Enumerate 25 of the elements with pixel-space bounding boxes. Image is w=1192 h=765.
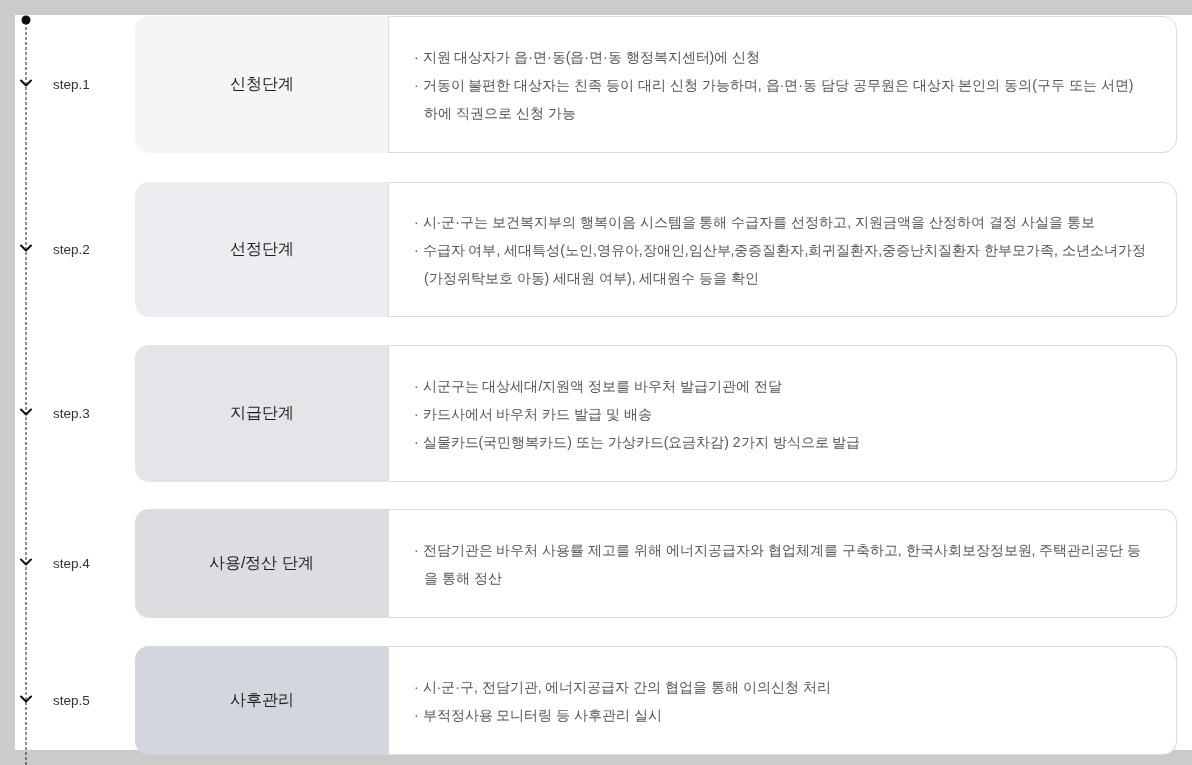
stage-title: 지급단계 — [229, 403, 294, 423]
stage-title: 사용/정산 단계 — [209, 553, 314, 573]
bullet-text: · 시군구는 대상세대/지원액 정보를 바우처 발급기관에 전달 — [414, 376, 783, 396]
step-label: step.1 — [53, 76, 90, 93]
step-label: step.4 — [53, 555, 90, 572]
bullet-text: · 전담기관은 바우처 사용률 제고를 위해 에너지공급자와 협업체계를 구축하고, 한국사회보장정보원, 주택관리공단 등을 통해 정산 — [414, 540, 1143, 588]
stage-title: 신청단계 — [229, 74, 294, 94]
bullet-text: · 카드사에서 바우처 카드 발급 및 배송 — [414, 404, 653, 424]
bullet-text: · 부적정사용 모니터링 등 사후관리 실시 — [414, 705, 664, 725]
bullet-text: · 실물카드(국민행복카드) 또는 가상카드(요금차감) 2가지 방식으로 발급 — [414, 432, 862, 452]
step-card — [135, 182, 1177, 317]
step-label: step.3 — [53, 405, 90, 422]
bullet-text: · 지원 대상자가 읍·면·동(읍·면·동 행정복지센터)에 신청 — [414, 47, 762, 67]
step-card — [135, 16, 1177, 153]
step-label: step.5 — [53, 692, 90, 709]
step-card — [135, 509, 1177, 618]
stage-title: 선정단계 — [229, 239, 294, 259]
bullet-text: · 거동이 불편한 대상자는 친족 등이 대리 신청 가능하며, 읍·면·동 담당 공무원은 대상자 본인의 동의(구두 또는 서면) 하에 직권으로 신청 가능 — [414, 75, 1135, 123]
bullet-text: · 시·군·구, 전담기관, 에너지공급자 간의 협업을 통해 이의신청 처리 — [414, 677, 832, 697]
step-card — [135, 345, 1177, 482]
step-card — [135, 646, 1177, 755]
step-label: step.2 — [53, 241, 90, 258]
stage-title: 사후관리 — [229, 690, 294, 710]
bullet-text: · 수급자 여부, 세대특성(노인,영유아,장애인,임산부,중증질환자,희귀질환자,중증난치질환자 한부모가족, 소년소녀가정(가정위탁보호 아동) 세대원 여부), 세대원수 등을 확인 — [414, 240, 1146, 288]
bullet-text: · 시·군·구는 보건복지부의 행복이음 시스템을 통해 수급자를 선정하고, 지원금액을 산정하여 결정 사실을 통보 — [414, 212, 1096, 232]
